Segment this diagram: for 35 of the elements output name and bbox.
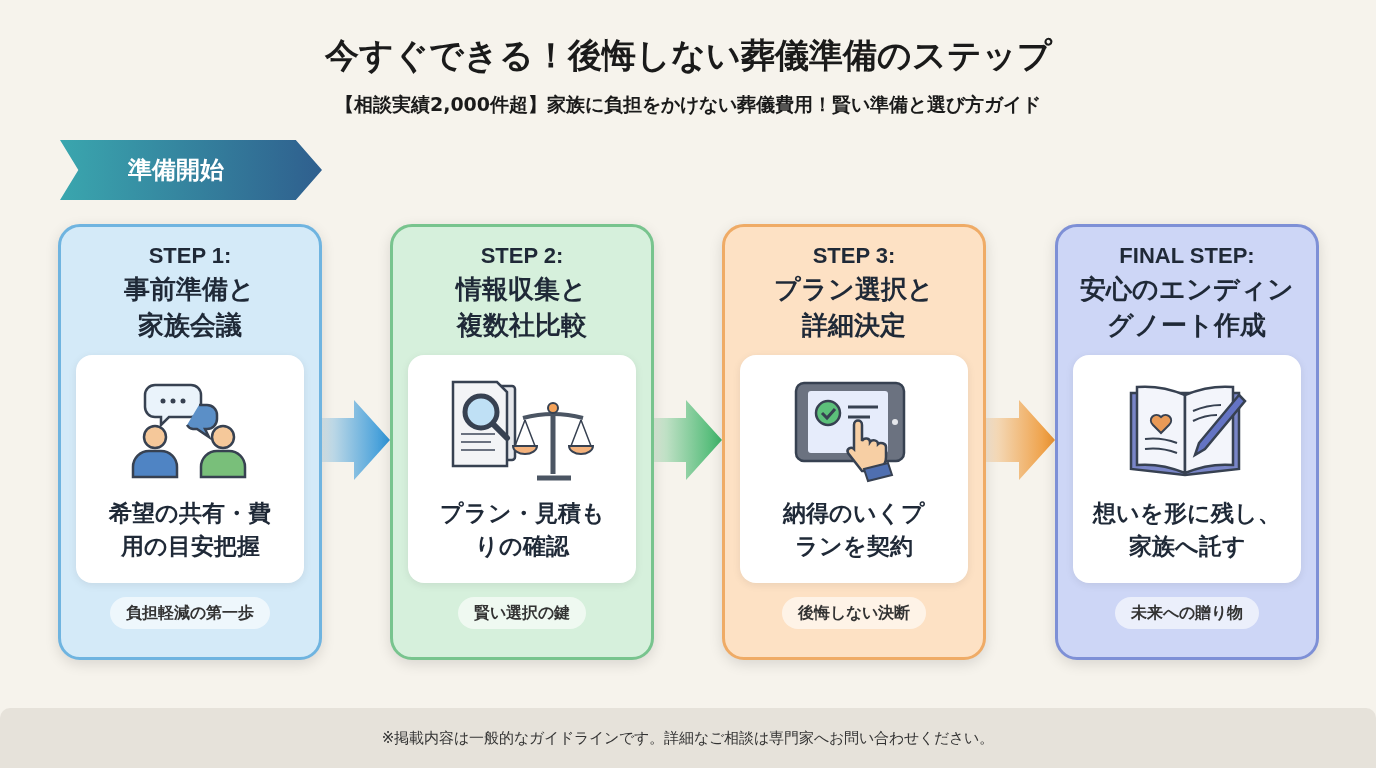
step-description: プラン・見積もりの確認 xyxy=(438,499,606,561)
info-card xyxy=(408,355,636,583)
title: 今すぐできる！後悔しない葬儀準備のステップ xyxy=(323,34,1054,77)
banner-text: 準備開始 xyxy=(128,155,224,186)
step-label: FINAL STEP: xyxy=(1119,242,1255,270)
benefit-text: 賢い選択の鍵 xyxy=(474,602,570,624)
disclaimer-note: ※掲載内容は一般的なガイドラインです。詳細なご相談は専門家へお問い合わせください。 xyxy=(381,727,995,749)
step-title: 情報収集と複数社比較 xyxy=(454,273,589,342)
benefit-pill xyxy=(110,597,270,629)
flow-arrow xyxy=(654,400,722,480)
subtitle: 【相談実績2,000件超】家族に負担をかけない葬儀費用！賢い準備と選び方ガイド xyxy=(333,92,1043,117)
benefit-text: 負担軽減の第一歩 xyxy=(126,602,254,624)
step-title: 安心のエンディングノート作成 xyxy=(1079,273,1295,342)
step-description: 想いを形に残し、家族へ託す xyxy=(1091,499,1282,561)
benefit-pill xyxy=(1115,597,1259,629)
step-card xyxy=(390,224,654,660)
benefit-pill xyxy=(458,597,586,629)
benefit-pill xyxy=(782,597,926,629)
step-card xyxy=(58,224,322,660)
benefit-text: 後悔しない決断 xyxy=(798,602,910,624)
info-card xyxy=(740,355,968,583)
step-description: 納得のいくプランを契約 xyxy=(781,499,926,561)
step-title: プラン選択と詳細決定 xyxy=(773,273,935,342)
info-card xyxy=(1073,355,1301,583)
flow-arrow xyxy=(986,400,1055,480)
benefit-text: 未来への贈り物 xyxy=(1131,602,1243,624)
step-card xyxy=(722,224,986,660)
step-card xyxy=(1055,224,1319,660)
step-label: STEP 1: xyxy=(148,242,232,270)
step-description: 希望の共有・費用の目安把握 xyxy=(108,499,272,561)
step-label: STEP 3: xyxy=(812,242,896,270)
step-title: 事前準備と家族会議 xyxy=(123,273,257,342)
step-label: STEP 2: xyxy=(480,242,564,270)
flow-arrow xyxy=(322,400,390,480)
info-card xyxy=(76,355,304,583)
